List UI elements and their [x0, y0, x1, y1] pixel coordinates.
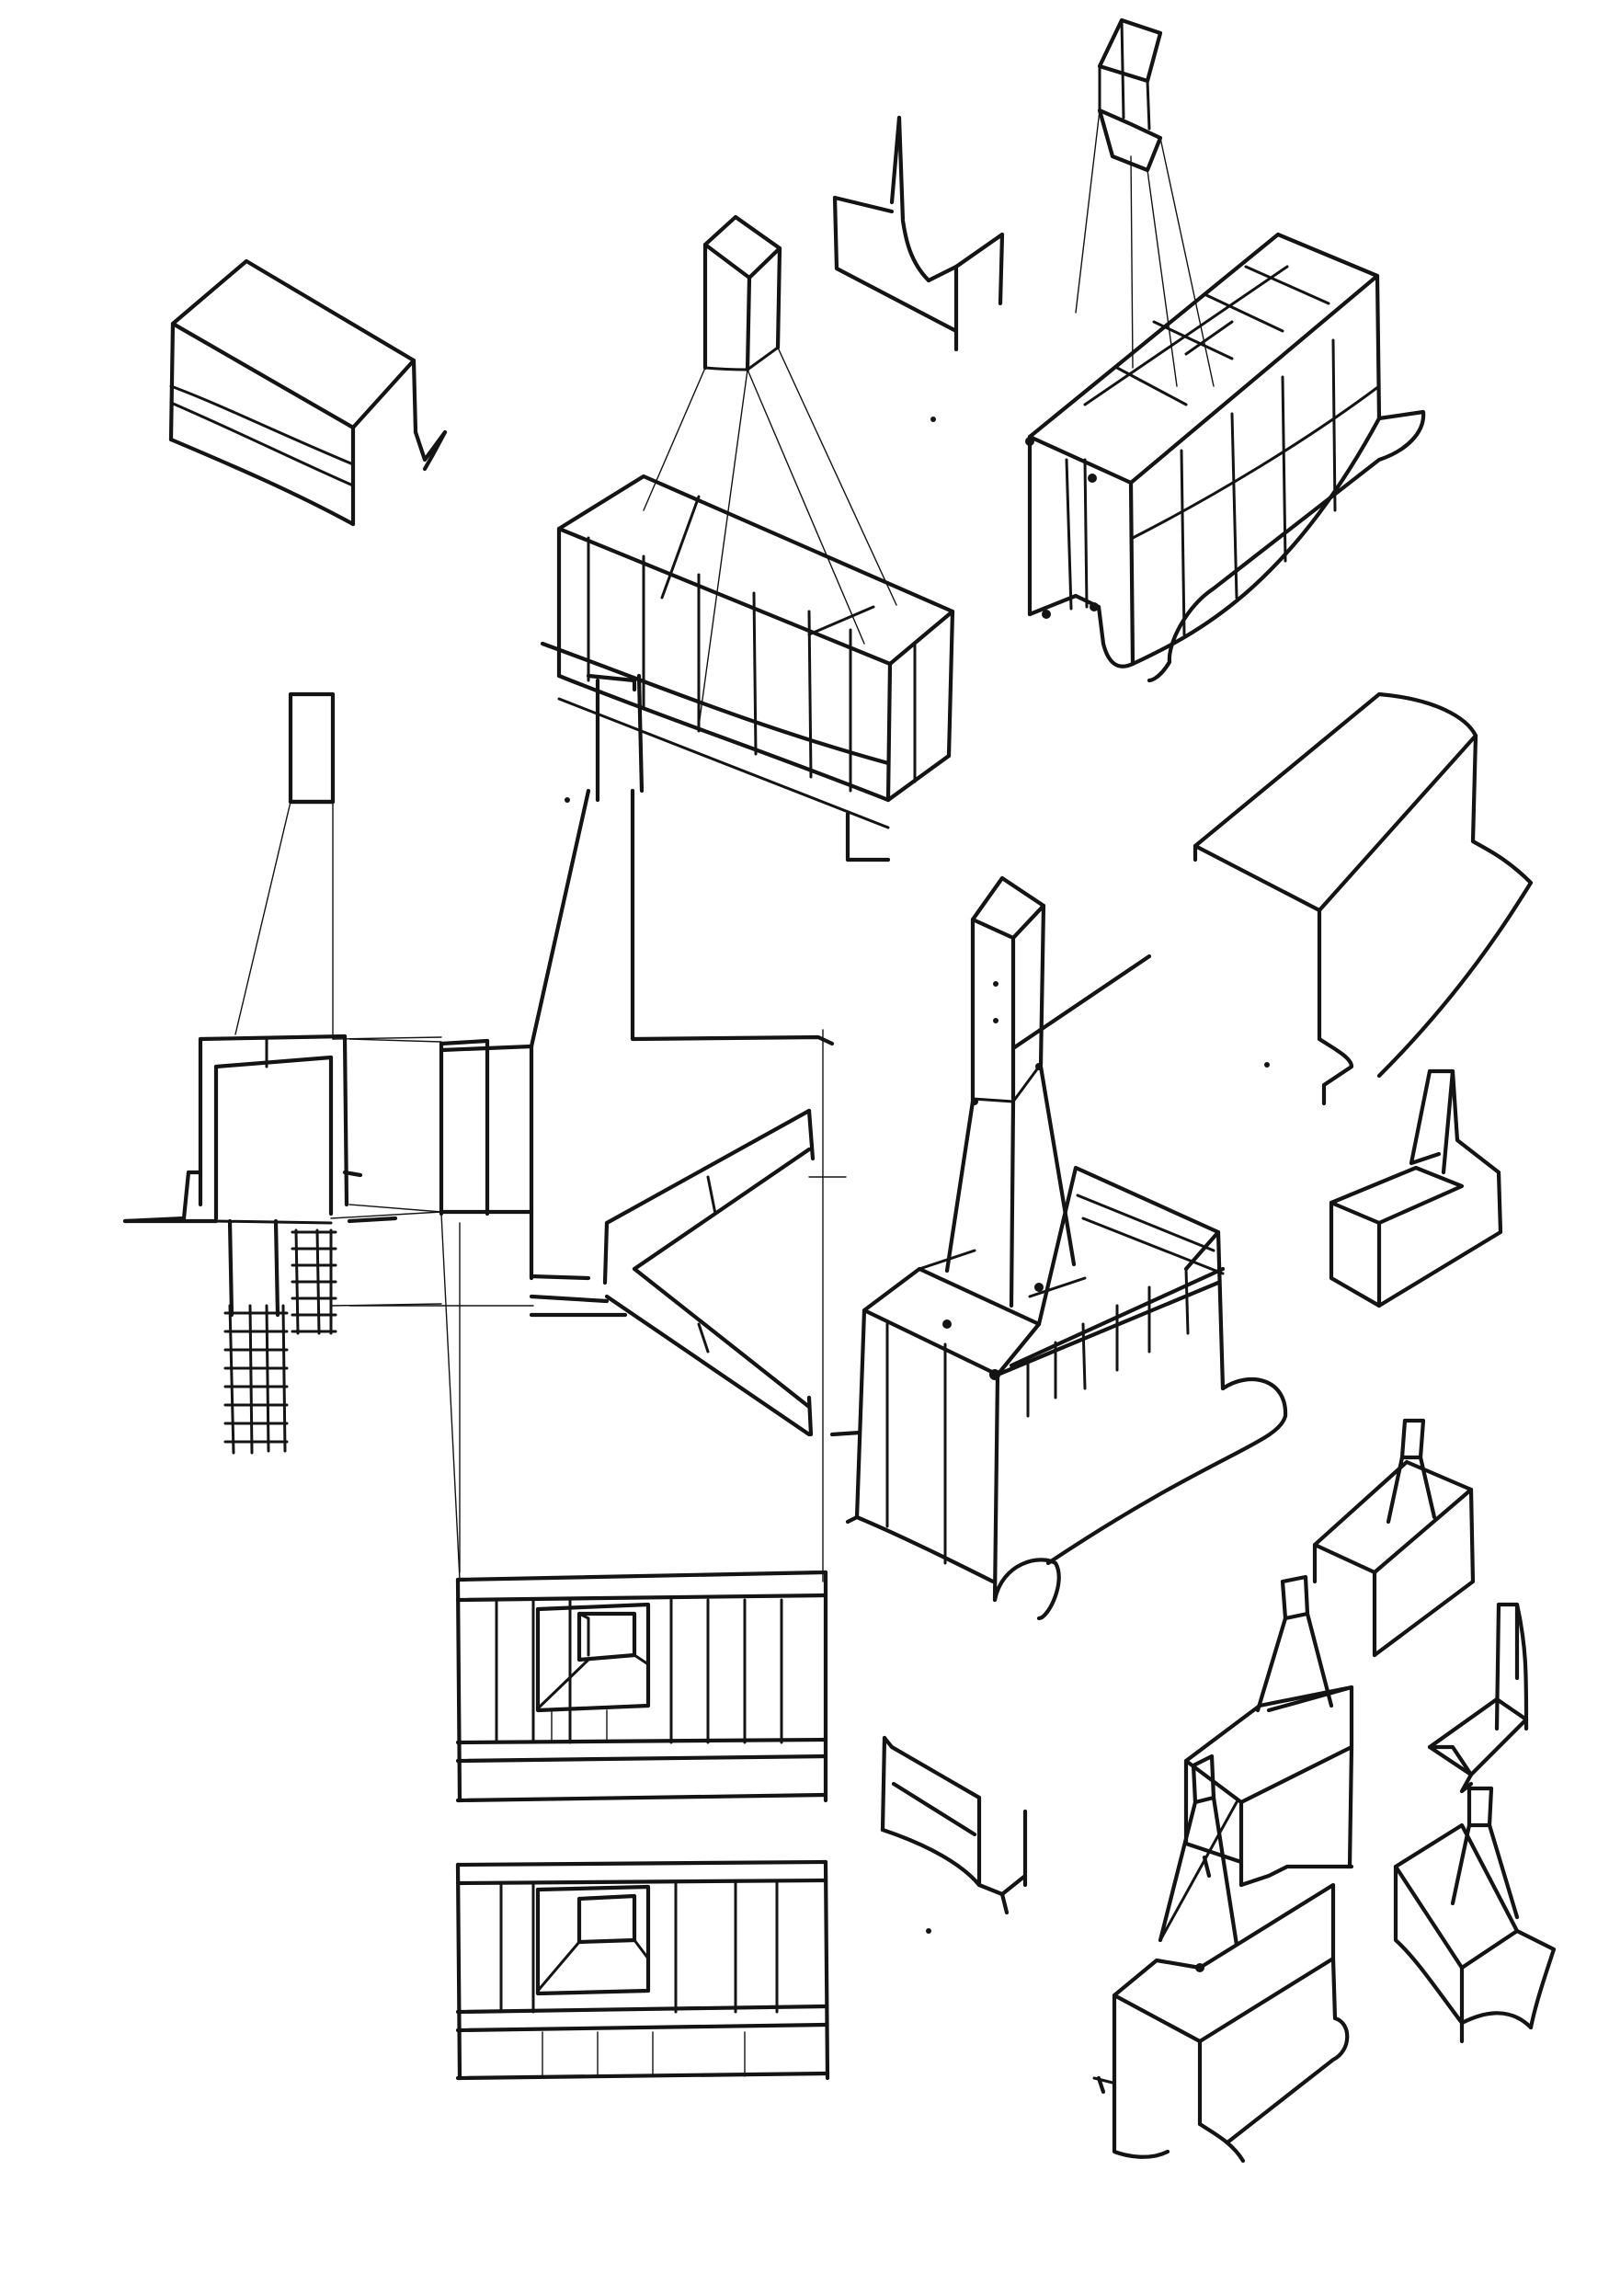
sketch-grid-left	[223, 1304, 289, 1455]
sketch-elevation-upper	[455, 1570, 828, 1803]
sketch-building-lower-right-1	[1183, 1574, 1354, 1888]
sketch-chimney-building-top-right	[1025, 17, 1426, 683]
sketch-left-elevation	[122, 691, 398, 1455]
sketch-small-block-right-3	[1427, 1602, 1529, 1794]
sketch-ink	[122, 17, 1557, 2164]
sketch-small-block-right-4	[1393, 1786, 1557, 2044]
sketch-small-profile-lower	[880, 1735, 1028, 1915]
sketch-block-top-left	[168, 258, 448, 527]
sketch-guide-lines	[330, 1036, 461, 1581]
sketch-building-lower-right-2	[1092, 1753, 1350, 2164]
sketch-small-block-right-1	[1329, 1068, 1503, 1308]
sketch-chimney-building-center	[829, 875, 1288, 1621]
sketch-small-block-right-2	[1312, 1418, 1476, 1658]
sketch-elevation-lower	[455, 1859, 830, 2081]
sketch-central-block	[540, 214, 955, 862]
sketch-grid-right	[291, 1228, 337, 1335]
sketch-section-middle	[348, 788, 847, 1582]
sketch-profile-top	[832, 115, 1005, 352]
sketch-barrel-block-right	[565, 417, 1534, 1934]
